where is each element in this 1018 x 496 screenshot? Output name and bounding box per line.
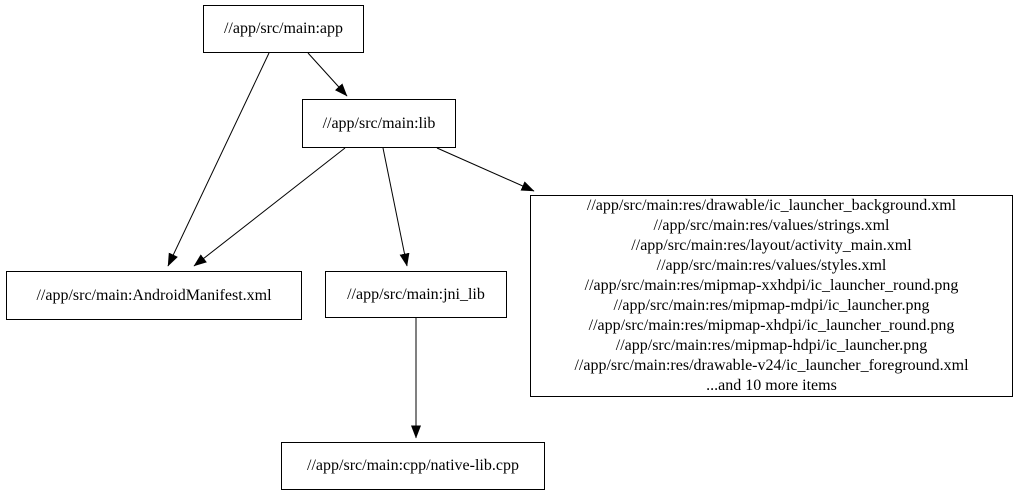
edge-app-to-lib	[307, 52, 348, 97]
edge-app-to-manifest	[167, 52, 270, 267]
res-group-line: //app/src/main:res/values/styles.xml	[656, 257, 887, 274]
res-group-line: //app/src/main:res/mipmap-xxhdpi/ic_laun…	[584, 277, 959, 294]
node-lib-label: //app/src/main:lib	[322, 114, 436, 132]
node-app-label: //app/src/main:app	[223, 20, 344, 37]
res-group-line: //app/src/main:res/values/strings.xml	[653, 217, 890, 234]
res-group-line: //app/src/main:res/mipmap-hdpi/ic_launch…	[615, 337, 928, 354]
edge-lib-to-res-group	[436, 147, 535, 192]
node-jni-lib: //app/src/main:jni_lib	[325, 271, 507, 318]
res-group-line: //app/src/main:res/drawable/ic_launcher_…	[586, 197, 957, 214]
node-jni-lib-label: //app/src/main:jni_lib	[347, 285, 485, 303]
node-android-manifest: //app/src/main:AndroidManifest.xml	[6, 271, 302, 320]
node-lib: //app/src/main:lib	[302, 99, 456, 148]
node-res-group: //app/src/main:res/drawable/ic_launcher_…	[530, 195, 1013, 397]
res-group-line: //app/src/main:res/drawable-v24/ic_launc…	[574, 357, 969, 374]
edge-lib-to-jni-lib	[382, 147, 410, 267]
node-native-lib-cpp-label: //app/src/main:cpp/native-lib.cpp	[307, 457, 519, 474]
node-native-lib-cpp: //app/src/main:cpp/native-lib.cpp	[281, 442, 545, 490]
res-group-more-items: ...and 10 more items	[706, 377, 837, 394]
edge-lib-to-manifest	[193, 147, 346, 267]
node-android-manifest-label: //app/src/main:AndroidManifest.xml	[36, 286, 272, 304]
node-app: //app/src/main:app	[203, 5, 364, 53]
res-group-line: //app/src/main:res/layout/activity_main.…	[631, 237, 912, 254]
res-group-line: //app/src/main:res/mipmap-xhdpi/ic_launc…	[588, 317, 955, 334]
res-group-line: //app/src/main:res/mipmap-mdpi/ic_launch…	[613, 297, 930, 314]
